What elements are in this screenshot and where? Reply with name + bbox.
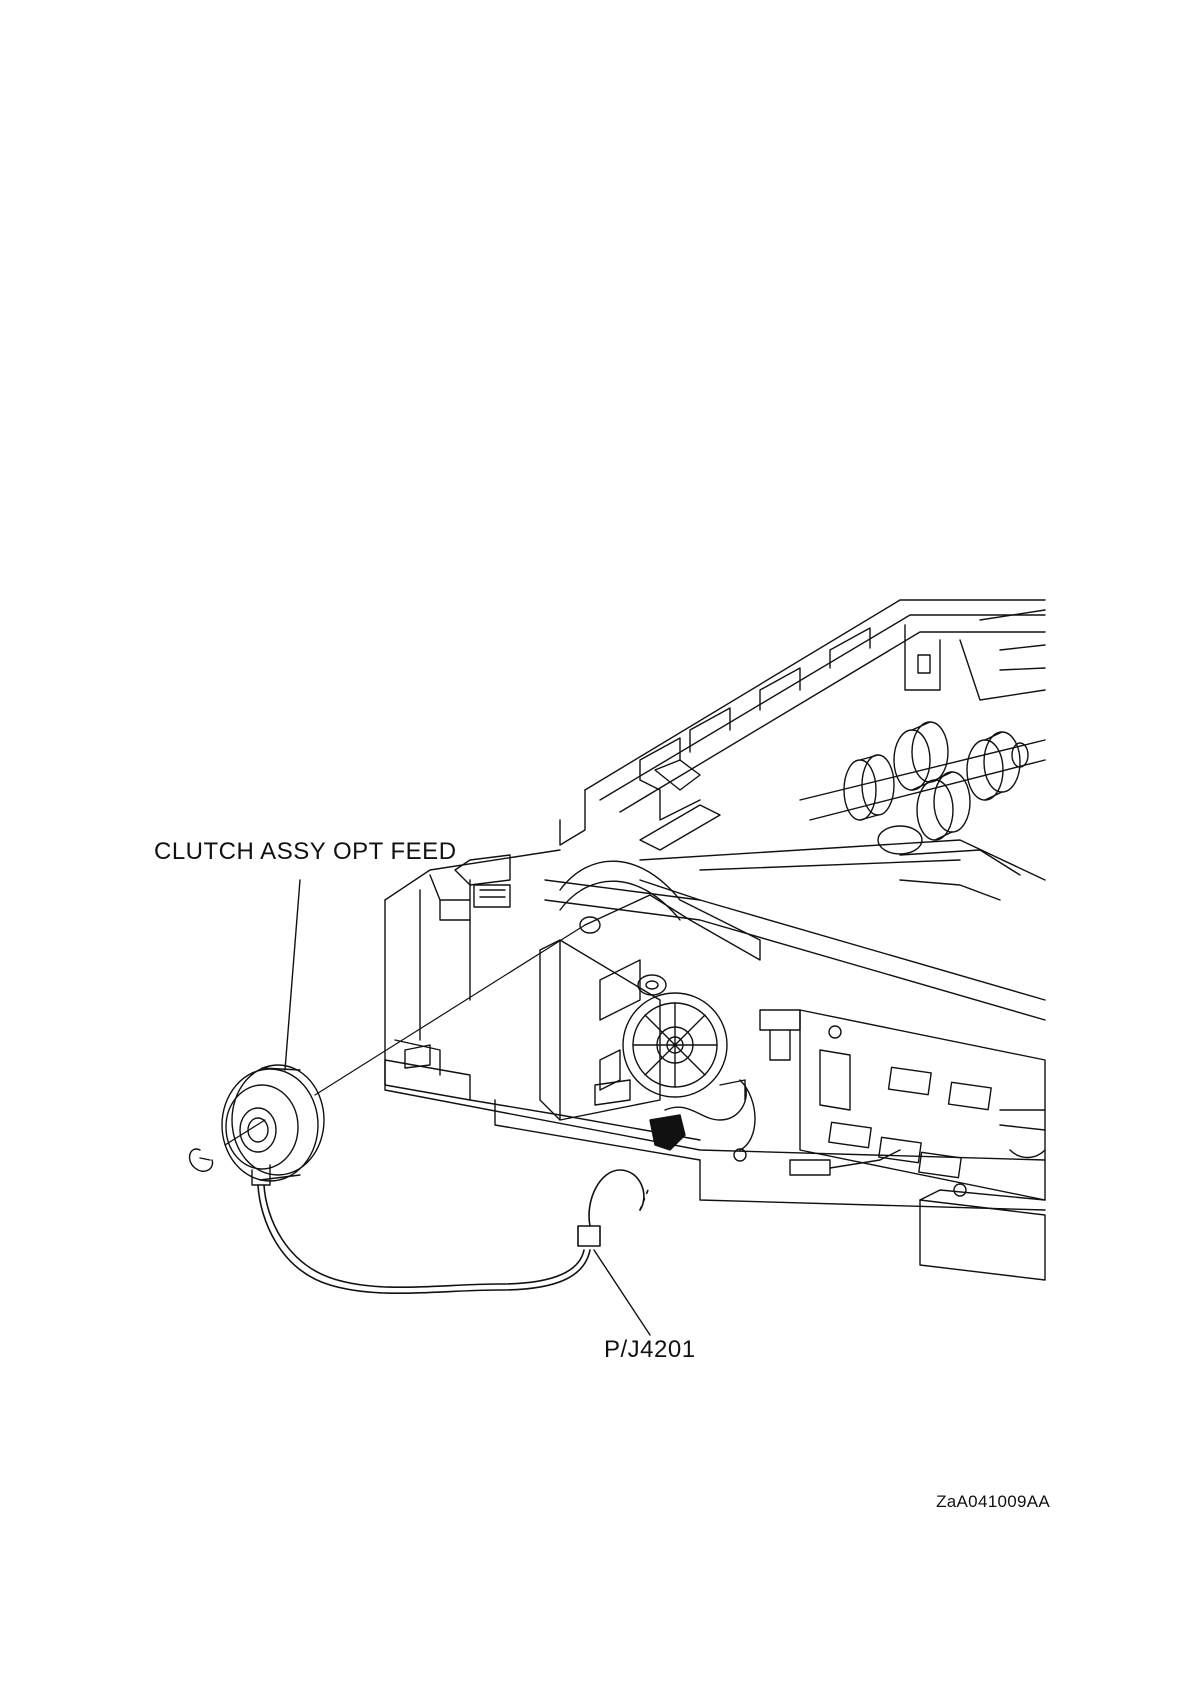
connector-leader-line [594,1250,650,1335]
feed-rollers [800,722,1045,854]
figure-id: ZaA041009AA [936,1492,1050,1512]
feeder-frame [385,600,1045,1280]
clutch-callout-label: CLUTCH ASSY OPT FEED [154,838,457,866]
gear-assembly [540,861,760,1120]
wire-harness [258,1170,648,1293]
shaft-axis-line [315,925,585,1095]
e-ring [190,1149,213,1171]
control-board [734,1010,1045,1200]
clutch-leader-line [285,880,300,1070]
connector-callout-label: P/J4201 [604,1336,696,1364]
clutch-assy [222,1065,324,1185]
